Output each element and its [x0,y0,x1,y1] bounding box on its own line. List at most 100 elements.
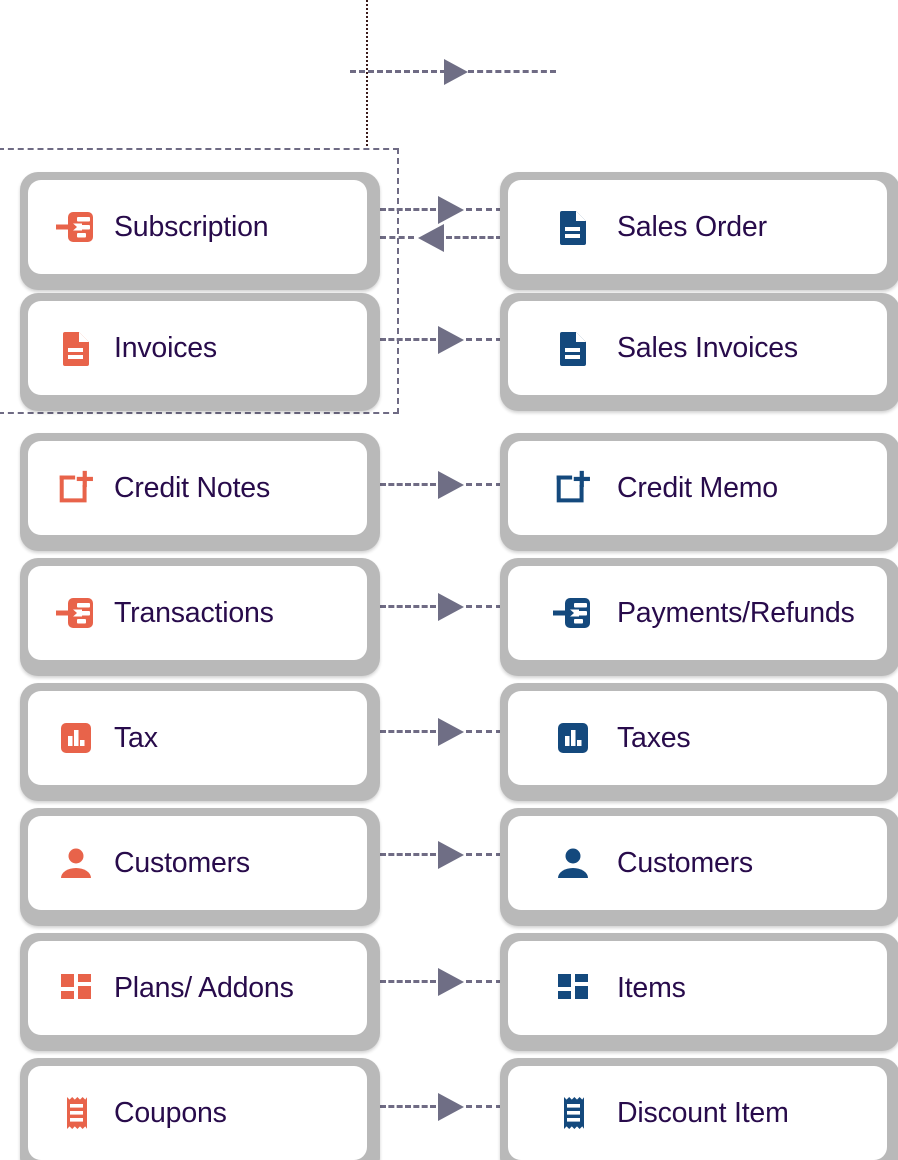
arrow-segment-right [466,980,502,983]
card-label: Sales Order [617,210,767,243]
arrow-segment-left [350,70,446,73]
connector-row-0-reverse [380,224,502,252]
group-riser-dotted-line [366,0,368,150]
person-icon [553,843,593,883]
card-label: Subscription [114,210,269,243]
card-left-customers[interactable]: Customers [20,808,380,926]
receipt-ticket-icon [564,1097,584,1129]
arrow-segment-right [466,338,502,341]
card-label: Coupons [114,1096,227,1129]
grid-blocks-icon [61,974,91,999]
card-label: Invoices [114,331,217,364]
card-left-tax[interactable]: Tax [20,683,380,801]
connector-row-0-forward [380,196,502,224]
arrow-segment-left [380,730,436,733]
grid-blocks-icon [553,968,593,1008]
receipt-ticket-icon [56,1093,96,1133]
connector-row-2 [380,471,502,499]
connector-row-5 [380,841,502,869]
document-lines-icon [560,332,586,366]
arrow-head-right-icon [438,326,464,354]
connector-row-6 [380,968,502,996]
arrow-segment-right [466,853,502,856]
arrow-head-left-icon [418,224,444,252]
person-icon [61,848,91,878]
card-right-sales-order[interactable]: Sales Order [500,172,898,290]
arrow-head-right-icon [438,968,464,996]
card-face: Invoices [28,301,367,395]
card-right-customers[interactable]: Customers [500,808,898,926]
person-icon [558,848,588,878]
card-left-transactions[interactable]: Transactions [20,558,380,676]
card-label: Sales Invoices [617,331,798,364]
card-right-sales-invoices[interactable]: Sales Invoices [500,293,898,411]
card-face: Tax [28,691,367,785]
arrow-segment-left [380,483,436,486]
card-right-items[interactable]: Items [500,933,898,1051]
document-lines-icon [56,328,96,368]
arrow-segment-left [380,338,436,341]
person-icon [56,843,96,883]
arrow-segment-left [380,853,436,856]
arrow-segment-left [380,1105,436,1108]
card-face: Payments/Refunds [508,566,887,660]
arrow-head-right-icon [438,841,464,869]
card-face: Customers [508,816,887,910]
bar-chart-square-icon [56,718,96,758]
receipt-ticket-icon [553,1093,593,1133]
square-plus-icon [59,470,93,503]
arrow-into-list-icon [56,212,93,242]
card-face: Items [508,941,887,1035]
arrow-segment-right [446,236,502,239]
arrow-into-list-icon [56,593,96,633]
card-label: Payments/Refunds [617,596,855,629]
card-left-coupons[interactable]: Coupons [20,1058,380,1160]
arrow-segment-left [380,980,436,983]
card-face: Customers [28,816,367,910]
card-left-subscription[interactable]: Subscription [20,172,380,290]
card-face: Taxes [508,691,887,785]
card-label: Tax [114,721,158,754]
connector-row-3 [380,593,502,621]
card-right-credit-memo[interactable]: Credit Memo [500,433,898,551]
document-lines-icon [553,207,593,247]
card-face: Subscription [28,180,367,274]
arrow-segment-right [466,605,502,608]
arrow-into-list-icon [553,593,593,633]
arrow-head-right-icon [444,59,468,85]
card-label: Plans/ Addons [114,971,294,1004]
card-left-plans-addons[interactable]: Plans/ Addons [20,933,380,1051]
square-plus-icon [553,468,593,508]
subscription-billing-group-box [0,148,399,414]
bar-chart-square-icon [61,723,91,753]
card-right-taxes[interactable]: Taxes [500,683,898,801]
card-right-payments-refunds[interactable]: Payments/Refunds [500,558,898,676]
card-left-credit-notes[interactable]: Credit Notes [20,433,380,551]
arrow-segment-right [466,483,502,486]
card-face: Credit Notes [28,441,367,535]
connector-row-7 [380,1093,502,1121]
card-left-invoices[interactable]: Invoices [20,293,380,411]
arrow-into-list-icon [553,598,590,628]
arrow-segment-left [380,605,436,608]
group-outbound-arrow [350,59,556,85]
card-label: Items [617,971,686,1004]
receipt-ticket-icon [67,1097,87,1129]
square-plus-icon [56,468,96,508]
arrow-segment-left [380,208,436,211]
arrow-segment-left [380,236,414,239]
arrow-segment-right [466,730,502,733]
arrow-into-list-icon [56,598,93,628]
document-lines-icon [560,211,586,245]
card-face: Sales Invoices [508,301,887,395]
arrow-segment-right [468,70,556,73]
arrow-into-list-icon [56,207,96,247]
document-lines-icon [553,328,593,368]
card-face: Plans/ Addons [28,941,367,1035]
card-label: Customers [114,846,250,879]
arrow-head-right-icon [438,471,464,499]
card-face: Transactions [28,566,367,660]
card-right-discount-item[interactable]: Discount Item [500,1058,898,1160]
card-face: Sales Order [508,180,887,274]
